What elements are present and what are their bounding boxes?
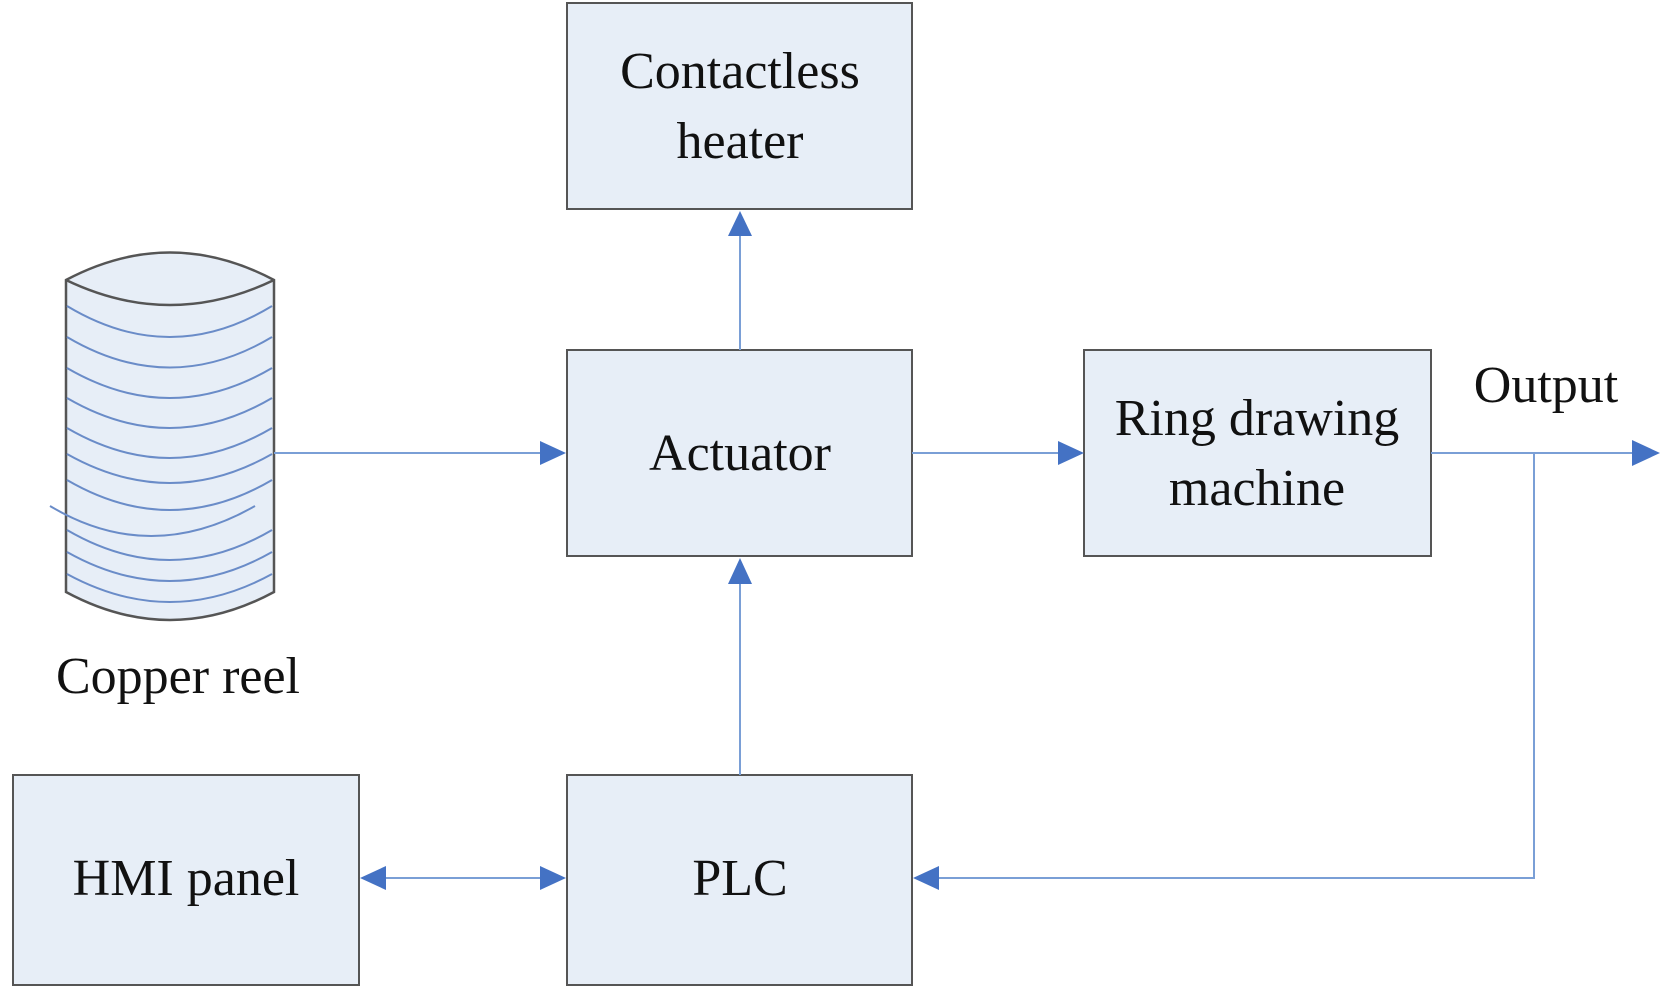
- contactless-heater-block[interactable]: Contactless heater: [566, 2, 913, 210]
- arrowhead-icon: [360, 866, 386, 890]
- copper-reel-icon: [49, 251, 276, 622]
- output-label: Output: [1474, 357, 1619, 414]
- copper-reel-label: Copper reel: [56, 648, 300, 705]
- edge-hmi-plc-bidirectional: [360, 866, 566, 890]
- heater-label-line-1: Contactless: [620, 43, 860, 100]
- ring-drawing-machine-block[interactable]: Ring drawing machine: [1083, 349, 1432, 557]
- edge-plc-to-actuator: [728, 558, 752, 775]
- ring-machine-label-line-2: machine: [1169, 460, 1345, 517]
- arrowhead-icon: [540, 441, 566, 465]
- hmi-panel-label: HMI panel: [73, 850, 300, 907]
- hmi-panel-block[interactable]: HMI panel: [12, 774, 360, 986]
- edge-actuator-to-ring-machine: [912, 441, 1084, 465]
- actuator-label: Actuator: [649, 425, 831, 482]
- arrowhead-icon: [540, 866, 566, 890]
- actuator-block[interactable]: Actuator: [566, 349, 913, 557]
- ring-machine-label-line-1: Ring drawing: [1115, 390, 1400, 447]
- edge-reel-to-actuator: [274, 441, 566, 465]
- arrowhead-icon: [728, 211, 752, 236]
- edge-ring-machine-to-output: [1431, 440, 1660, 466]
- arrowhead-icon: [1632, 440, 1660, 466]
- plc-label: PLC: [692, 850, 787, 907]
- edge-output-feedback-to-plc: [913, 453, 1535, 890]
- arrowhead-icon: [913, 866, 939, 890]
- edge-actuator-to-heater: [728, 211, 752, 350]
- plc-block[interactable]: PLC: [566, 774, 913, 986]
- arrowhead-icon: [1058, 441, 1084, 465]
- arrowhead-icon: [728, 558, 752, 584]
- heater-label-line-2: heater: [676, 113, 803, 170]
